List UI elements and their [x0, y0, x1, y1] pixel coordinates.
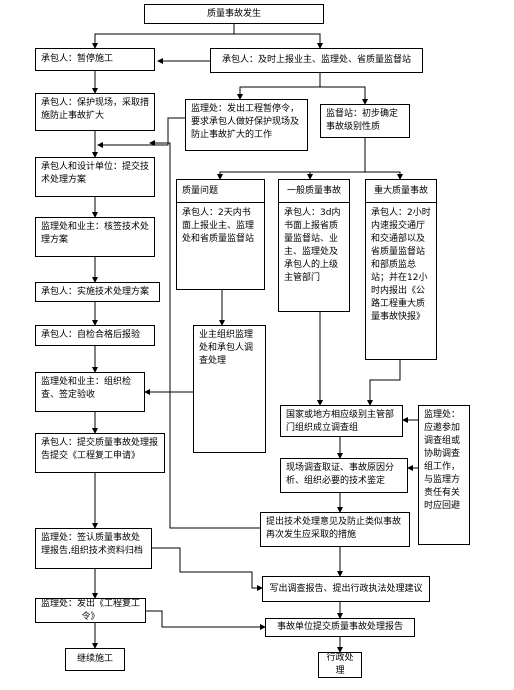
onsite-node: 现场调查取证、事故原因分析、组织必要的技术鉴定: [280, 458, 408, 493]
resume-order-text: 监理处：发出《工程复工令》: [41, 598, 141, 622]
general-accident-title: 一般质量事故: [286, 185, 341, 196]
quality-problem-title: 质量问题: [182, 185, 219, 196]
contractor-report-node: 承包人：及时上报业主、监理处、省质量监督站: [210, 48, 423, 73]
submit-report-text: 承包人：提交质量事故处理报告提交《工程复工申请》: [41, 438, 159, 461]
major-accident-detail: 承包人：2小时内速报交通厅和交通部以及省质量监督站和部质监总站；并在12小时内报…: [371, 208, 431, 322]
design-plan-node: 承包人和设计单位：提交技术处理方案: [35, 157, 155, 197]
resume-order-node: 监理处：发出《工程复工令》: [35, 598, 146, 623]
contractor-report-text: 承包人：及时上报业主、监理处、省质量监督站: [221, 55, 411, 65]
continue-node: 继续施工: [65, 648, 125, 671]
design-plan-text: 承包人和设计单位：提交技术处理方案: [41, 162, 150, 185]
write-report-text: 写出调查报告、提出行政执法处理建议: [269, 583, 423, 594]
propose-text: 提出技术处理意见及防止类似事故再次发生应采取的措施: [266, 517, 402, 540]
supervisor-invite-text: 监理处：应邀参加调查组或协助调查组工作，与监理方责任有关时应回避: [424, 410, 461, 511]
confirm-report-text: 监理处：签认质量事故处理报告,组织技术资料归档: [41, 533, 143, 556]
quality-problem-node: 质量问题 承包人：2天内书面上报业主、监理处和省质量监督站: [176, 179, 265, 290]
review-plan-text: 监理处和业主：核签技术处理方案: [41, 222, 150, 245]
implement-node: 承包人：实施技术处理方案: [35, 282, 160, 302]
general-accident-node: 一般质量事故 承包人：3d内书面上报省质量监督站、业主、监理处及承包人的上级主管…: [278, 179, 350, 312]
station-confirm-text: 监督站：初步确定事故级别性质: [326, 109, 399, 132]
self-check-node: 承包人：自检合格后报验: [35, 325, 155, 346]
station-confirm-node: 监督站：初步确定事故级别性质: [320, 104, 410, 138]
contractor-stop-node: 承包人：暂停施工: [35, 48, 155, 71]
supervisor-order-node: 监理处：发出工程暂停令，要求承包人做好保护现场及防止事故扩大的工作: [185, 99, 308, 151]
investigation-team-text: 国家或地方相应级别主管部门组织成立调查组: [286, 410, 395, 433]
start-node: 质量事故发生: [144, 4, 324, 24]
major-accident-node: 重大质量事故 承包人：2小时内速报交通厅和交通部以及省质量监督站和部质监总站；并…: [365, 179, 437, 360]
implement-text: 承包人：实施技术处理方案: [41, 286, 150, 297]
accident-report-text: 事故单位提交质量事故处理报告: [276, 622, 403, 632]
write-report-node: 写出调查报告、提出行政执法处理建议: [262, 576, 430, 602]
inspect-text: 监理处和业主：组织检查、签定验收: [41, 377, 132, 400]
owner-handle-node: 业主组织监理处和承包人调查处理: [193, 325, 266, 453]
protect-node: 承包人：保护现场，采取措施防止事故扩大: [35, 93, 155, 131]
general-accident-detail: 承包人：3d内书面上报省质量监督站、业主、监理处及承包人的上级主管部门: [284, 208, 341, 283]
continue-text: 继续施工: [76, 654, 113, 664]
protect-text: 承包人：保护现场，采取措施防止事故扩大: [41, 98, 150, 121]
accident-report-node: 事故单位提交质量事故处理报告: [265, 618, 415, 637]
admin-node: 行政处理: [318, 652, 362, 678]
start-node-text: 质量事故发生: [206, 8, 261, 19]
owner-handle-text: 业主组织监理处和承包人调查处理: [199, 330, 254, 366]
investigation-team-node: 国家或地方相应级别主管部门组织成立调查组: [280, 405, 403, 437]
quality-problem-detail: 承包人：2天内书面上报业主、监理处和省质量监督站: [182, 208, 255, 244]
supervisor-order-text: 监理处：发出工程暂停令，要求承包人做好保护现场及防止事故扩大的工作: [191, 104, 300, 140]
admin-text: 行政处理: [326, 653, 354, 676]
confirm-report-node: 监理处：签认质量事故处理报告,组织技术资料归档: [35, 528, 152, 569]
major-accident-title: 重大质量事故: [373, 185, 428, 196]
onsite-text: 现场调查取证、事故原因分析、组织必要的技术鉴定: [286, 463, 395, 486]
self-check-text: 承包人：自检合格后报验: [41, 330, 141, 340]
supervisor-invite-node: 监理处：应邀参加调查组或协助调查组工作，与监理方责任有关时应回避: [418, 405, 470, 545]
submit-report-node: 承包人：提交质量事故处理报告提交《工程复工申请》: [35, 433, 165, 473]
review-plan-node: 监理处和业主：核签技术处理方案: [35, 217, 155, 257]
inspect-node: 监理处和业主：组织检查、签定验收: [35, 372, 145, 412]
propose-node: 提出技术处理意见及防止类似事故再次发生应采取的措施: [260, 512, 410, 547]
contractor-stop-text: 承包人：暂停施工: [41, 54, 114, 64]
